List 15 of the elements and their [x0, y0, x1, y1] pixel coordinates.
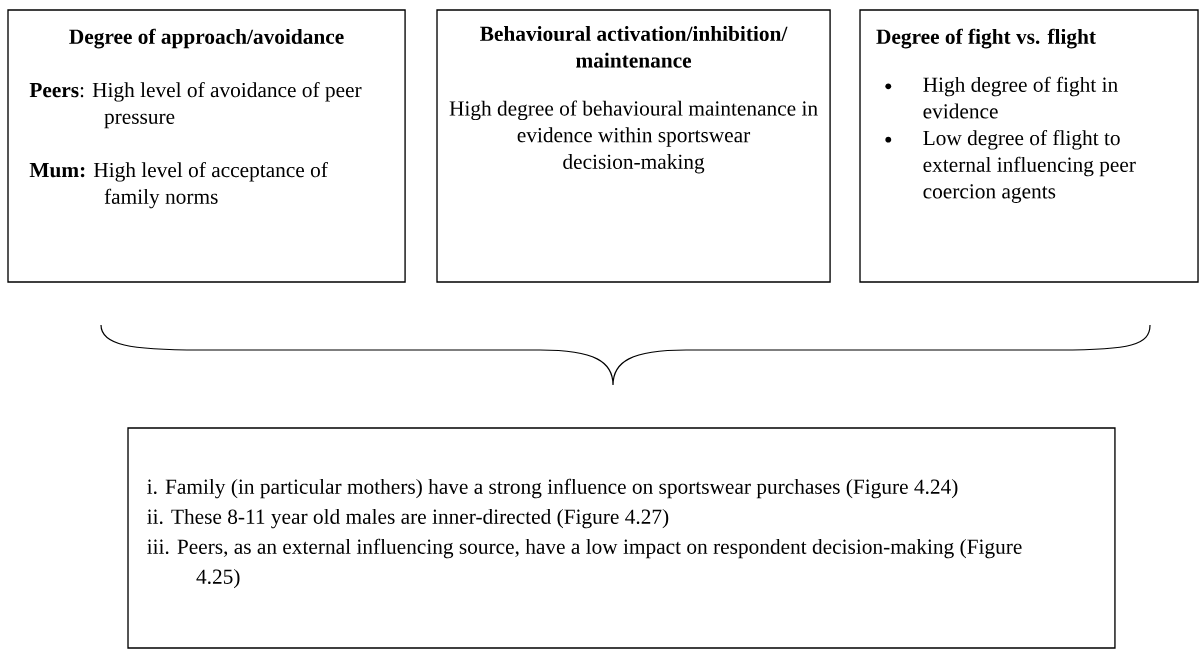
- box-text: Mum: High level of acceptance of family norms: [29, 162, 328, 209]
- box-text: High degree of behavioural maintenance in evidence within sportswear decision-making: [449, 100, 818, 174]
- list-item: ii. These 8-11 year old males are inner-directed (Figure 4.27): [147, 508, 669, 529]
- text-box: [127, 427, 1116, 649]
- box-heading: Behavioural activation/inhibition/ maintenance: [480, 26, 788, 68]
- bullet-item: Low degree of flight to external influencing peer coercion agents: [885, 130, 1136, 203]
- box-heading: Degree of fight vs. flight: [876, 28, 1096, 49]
- text-box: [436, 9, 831, 283]
- box-heading: Degree of approach/avoidance: [69, 28, 344, 49]
- box-text: Peers: High level of avoidance of peer pressure: [29, 82, 362, 129]
- text-box: [7, 9, 406, 283]
- list-item: i. Family (in particular mothers) have a strong influence on sportswear purchases (Figure 4.24): [147, 478, 958, 499]
- text-box: [859, 9, 1199, 283]
- list-item: iii. Peers, as an external influencing source, have a low impact on respondent decision-making (Figure 4.25): [147, 538, 1022, 589]
- bullet-item: High degree of fight in evidence: [885, 76, 1118, 119]
